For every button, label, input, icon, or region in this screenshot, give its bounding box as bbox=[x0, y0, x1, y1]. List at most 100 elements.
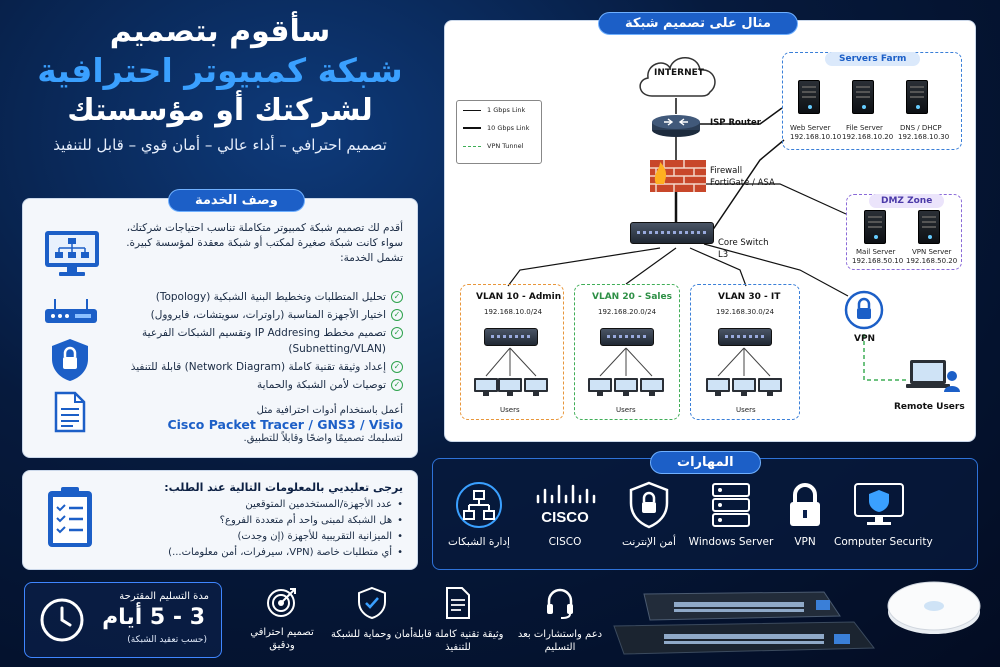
skill-label: Windows Server bbox=[688, 536, 774, 548]
vlan-name: VLAN 10 - Admin bbox=[476, 292, 562, 302]
skill-label: إدارة الشبكات bbox=[448, 536, 510, 548]
skills-pill: المهارات bbox=[650, 451, 761, 474]
servers-farm-title: Servers Farm bbox=[825, 52, 921, 66]
dns-dhcp-server-icon bbox=[906, 80, 928, 114]
delivery-title: مدة التسليم المقترحة bbox=[119, 591, 209, 602]
skill-label: VPN bbox=[794, 536, 816, 548]
check-icon: ✓ bbox=[391, 309, 403, 321]
service-tools: أعمل باستخدام أدوات احترافية مثل Cisco P… bbox=[103, 404, 403, 446]
web-server-icon bbox=[798, 80, 820, 114]
diagram-pill: مثال على تصميم شبكة bbox=[598, 12, 798, 35]
request-list: عدد الأجهزة/المستخدمين المتوقعين هل الشب… bbox=[103, 497, 403, 561]
diagram-legend: 1 Gbps Link 10 Gbps Link VPN Tunnel bbox=[456, 100, 542, 164]
core-switch-label-2: L3 bbox=[718, 250, 729, 260]
link-core-vlan30 bbox=[689, 247, 747, 287]
core-switch-icon bbox=[630, 222, 714, 244]
list-item: عدد الأجهزة/المستخدمين المتوقعين bbox=[103, 497, 403, 513]
pc-icon bbox=[498, 378, 522, 396]
delivery-box: مدة التسليم المقترحة 3 - 5 أيام (حسب تعق… bbox=[24, 582, 222, 658]
network-switches-image bbox=[604, 584, 894, 667]
pc-icon bbox=[706, 378, 730, 396]
vpn-lock-icon bbox=[844, 290, 884, 334]
vpn-label: VPN bbox=[854, 334, 876, 344]
isp-router-label: ISP Router bbox=[710, 118, 761, 128]
skill-cisco: CISCO CISCO bbox=[520, 480, 610, 548]
list-item: ✓تصميم مخطط IP Addresing وتقسيم الشبكات … bbox=[93, 325, 403, 357]
server-ip: 192.168.10.20 bbox=[842, 133, 894, 141]
hero-title: سأقوم بتصميم شبكة كمبيوتر احترافية لشركت… bbox=[20, 14, 420, 154]
document-icon bbox=[53, 391, 87, 437]
vlan-switch-icon bbox=[484, 328, 538, 346]
list-item: ✓إعداد وثيقة تقنية كاملة (Network Diagra… bbox=[93, 359, 403, 375]
check-icon: ✓ bbox=[391, 361, 403, 373]
link-vpn-remote bbox=[863, 334, 906, 381]
hero-subtitle: تصميم احترافي – أداء عالي – أمان قوي – ق… bbox=[53, 136, 387, 154]
vlan-subnet: 192.168.10.0/24 bbox=[484, 308, 543, 316]
vlan-name: VLAN 30 - IT bbox=[718, 292, 781, 302]
pc-icon bbox=[474, 378, 498, 396]
skill-internet-security: أمن الإنترنت bbox=[604, 480, 694, 548]
server-name: VPN Server bbox=[912, 248, 952, 256]
skill-network-admin: إدارة الشبكات bbox=[434, 480, 524, 548]
skill-label: CISCO bbox=[548, 536, 582, 548]
tools-suffix: لتسليمك تصميمًا واضحًا وقابلاً للتطبيق. bbox=[243, 433, 403, 444]
svg-text:CISCO: CISCO bbox=[541, 509, 589, 526]
list-item: هل الشبكة لمبنى واحد أم متعددة الفروع؟ bbox=[103, 513, 403, 529]
dmz-title: DMZ Zone bbox=[869, 194, 945, 208]
clock-icon bbox=[39, 597, 85, 647]
tools-prefix: أعمل باستخدام أدوات احترافية مثل bbox=[256, 405, 403, 416]
vpn-server-icon bbox=[918, 210, 940, 244]
feature-documentation: وثيقة تقنية كاملة قابلة للتنفيذ bbox=[412, 586, 504, 654]
pc-icon bbox=[524, 378, 548, 396]
link-core-vpn bbox=[703, 243, 849, 297]
firewall-label-2: FortiGate / ASA bbox=[710, 178, 775, 188]
link-router-servers bbox=[700, 107, 783, 125]
link-firewall-dmz bbox=[706, 183, 847, 215]
vlan-switch-icon bbox=[718, 328, 772, 346]
server-name: Web Server bbox=[790, 124, 831, 132]
feature-label: أمان وحماية للشبكة bbox=[330, 629, 414, 640]
skill-label: Computer Security bbox=[834, 536, 933, 548]
skill-label: أمن الإنترنت bbox=[622, 536, 676, 548]
internet-cloud-icon: INTERNET bbox=[632, 48, 722, 106]
hero-line-1: سأقوم بتصميم bbox=[109, 14, 331, 49]
document-icon bbox=[446, 587, 470, 619]
check-icon: ✓ bbox=[391, 379, 403, 391]
vlan-20-zone bbox=[574, 284, 680, 420]
server-ip: 192.168.50.20 bbox=[906, 257, 958, 265]
pc-icon bbox=[732, 378, 756, 396]
request-title: يرجى تعليديي بالمعلومات التالية عند الطل… bbox=[164, 481, 403, 494]
server-ip: 192.168.10.30 bbox=[898, 133, 950, 141]
list-item: ✓اختيار الأجهزة المناسبة (راوترات، سويتش… bbox=[93, 307, 403, 323]
check-icon: ✓ bbox=[391, 327, 403, 339]
feature-support: دعم واستشارات بعد التسليم bbox=[514, 586, 606, 654]
users-label: Users bbox=[500, 406, 520, 414]
list-item: ✓توصيات لأمن الشبكة والحماية bbox=[93, 377, 403, 393]
skill-windows-server: Windows Server bbox=[686, 480, 776, 548]
vlan-subnet: 192.168.30.0/24 bbox=[716, 308, 775, 316]
hero-line-2: شبكة كمبيوتر احترافية bbox=[37, 51, 403, 90]
link-core-servers bbox=[709, 139, 785, 235]
clipboard-checklist-icon bbox=[45, 485, 95, 553]
link-core-vlan20 bbox=[625, 247, 677, 285]
vlan-10-zone bbox=[460, 284, 564, 420]
vlan-subnet: 192.168.20.0/24 bbox=[598, 308, 657, 316]
cisco-logo-icon: CISCO bbox=[520, 480, 610, 530]
service-description-pill: وصف الخدمة bbox=[168, 189, 305, 212]
feature-label: تصميم احترافي ودقيق bbox=[250, 627, 314, 651]
users-label: Users bbox=[616, 406, 636, 414]
router-icon bbox=[41, 297, 101, 331]
shield-monitor-icon bbox=[834, 480, 924, 530]
hero-line-3: لشركتك أو مؤسستك bbox=[67, 93, 373, 128]
isp-router-icon bbox=[650, 114, 702, 142]
feature-security: أمان وحماية للشبكة bbox=[326, 586, 418, 641]
pc-icon bbox=[758, 378, 782, 396]
pc-icon bbox=[614, 378, 638, 396]
mail-server-icon bbox=[864, 210, 886, 244]
firewall-icon bbox=[650, 160, 706, 196]
network-hierarchy-icon bbox=[434, 480, 524, 530]
service-items-list: ✓تحليل المتطلبات وتخطيط البنية الشبكية (… bbox=[93, 289, 403, 395]
feature-label: دعم واستشارات بعد التسليم bbox=[517, 629, 603, 653]
vlan-switch-icon bbox=[600, 328, 654, 346]
